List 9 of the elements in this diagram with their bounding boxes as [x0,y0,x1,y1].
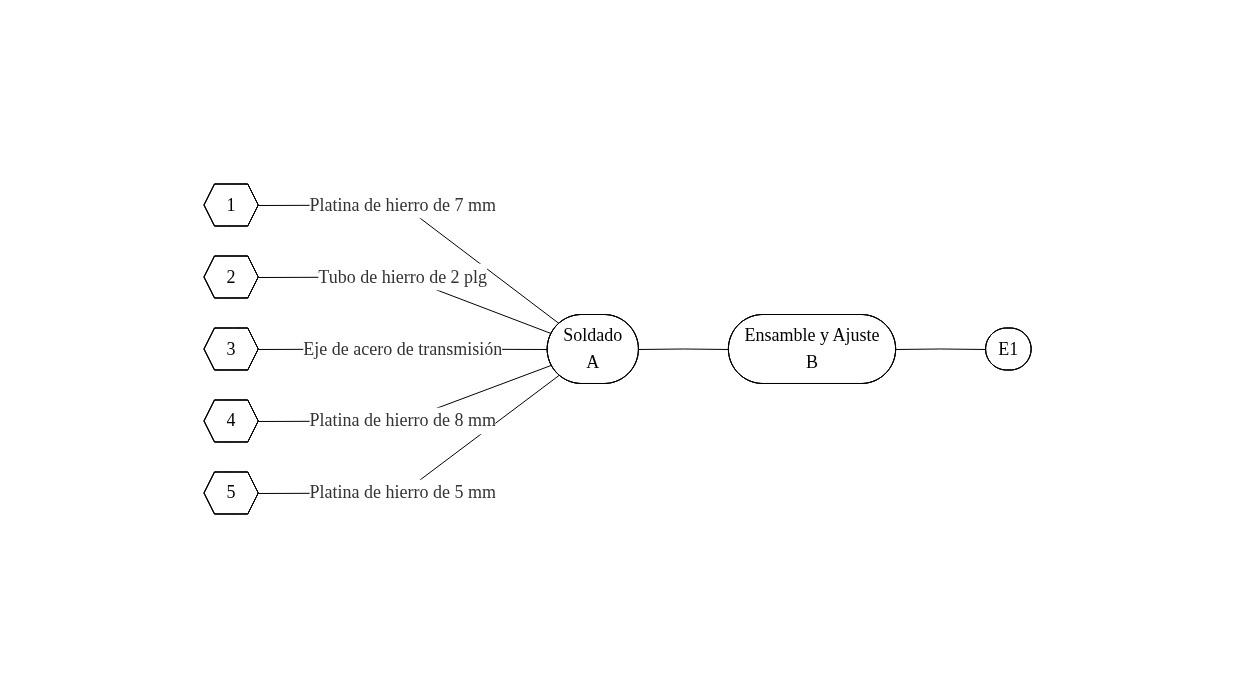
connector [258,204,561,324]
connector [258,374,561,494]
edge-label: Platina de hierro de 8 mm [309,410,497,430]
connector [896,348,988,350]
edge-label: Platina de hierro de 7 mm [309,194,497,214]
edge-label: Platina de hierro de 5 mm [309,482,497,502]
edge-label: Eje de acero de transmisión [303,338,503,358]
edge-label: Tubo de hierro de 2 plg [318,266,488,286]
connector [638,348,730,350]
